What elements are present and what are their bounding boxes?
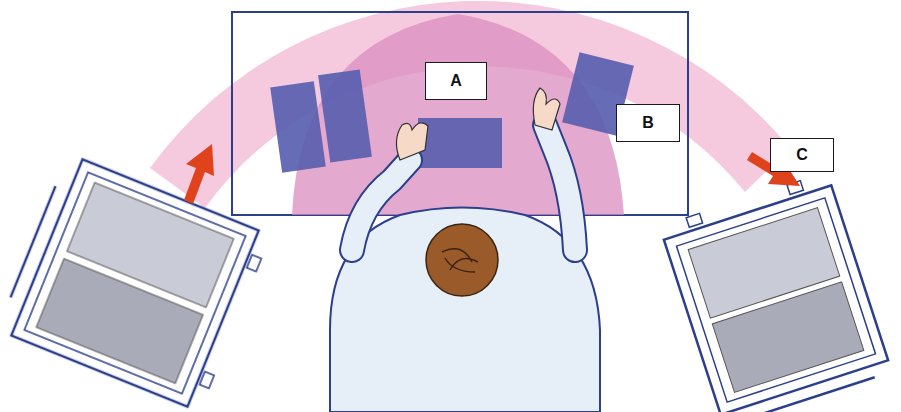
callout-box: B xyxy=(616,104,680,142)
right-cabinet xyxy=(660,172,892,412)
person xyxy=(330,88,600,412)
documents xyxy=(270,52,634,172)
callout-letter: B xyxy=(642,114,654,132)
callout-letter: A xyxy=(450,72,462,90)
callout-letter: C xyxy=(796,146,808,164)
motion-arrows xyxy=(184,144,800,204)
callout-box: C xyxy=(770,138,834,172)
desk xyxy=(232,12,688,215)
callout-box: A xyxy=(425,62,487,100)
left-cabinet xyxy=(0,154,271,412)
